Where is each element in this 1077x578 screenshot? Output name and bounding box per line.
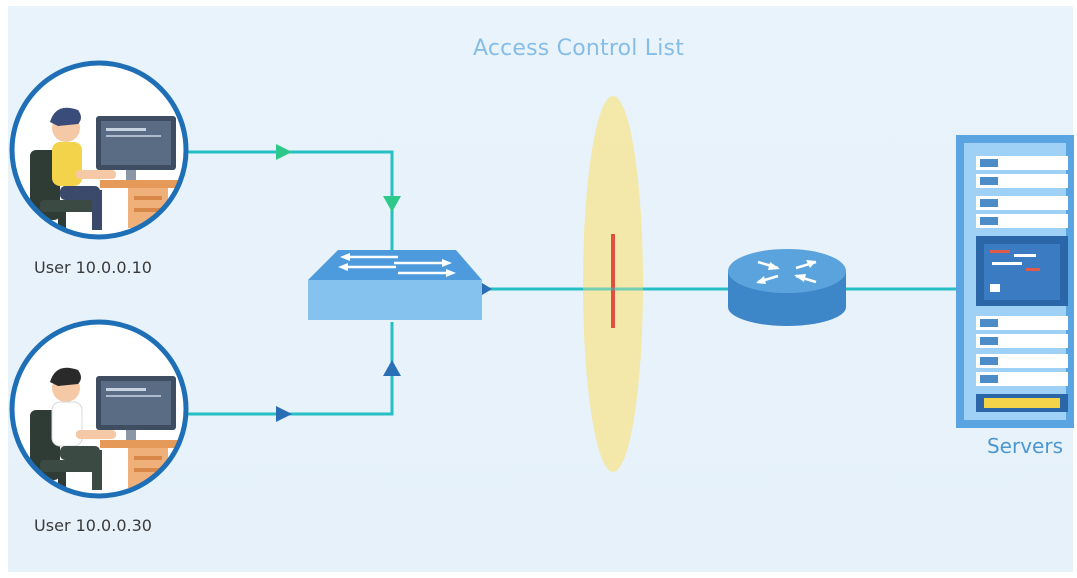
switch-icon	[308, 250, 482, 320]
arrow-right-icon	[276, 144, 292, 160]
link-user2-to-switch	[186, 322, 394, 416]
user-label-1: User 10.0.0.10	[34, 258, 152, 277]
user-label-2: User 10.0.0.30	[34, 516, 152, 535]
user-avatar-2	[9, 319, 189, 499]
acl-filter	[583, 96, 643, 472]
user-avatar-1	[9, 60, 189, 240]
server-rack-icon	[956, 135, 1074, 428]
router-icon	[728, 249, 846, 326]
acl-block-mark	[611, 234, 615, 328]
arrow-down-icon	[383, 196, 401, 212]
arrow-right-icon	[276, 406, 292, 422]
servers-label: Servers	[986, 434, 1063, 458]
diagram-title: Access Control List	[472, 36, 685, 61]
link-user1-to-switch	[186, 150, 394, 250]
arrow-up-icon	[383, 360, 401, 376]
arrow-right-icon	[482, 283, 492, 295]
